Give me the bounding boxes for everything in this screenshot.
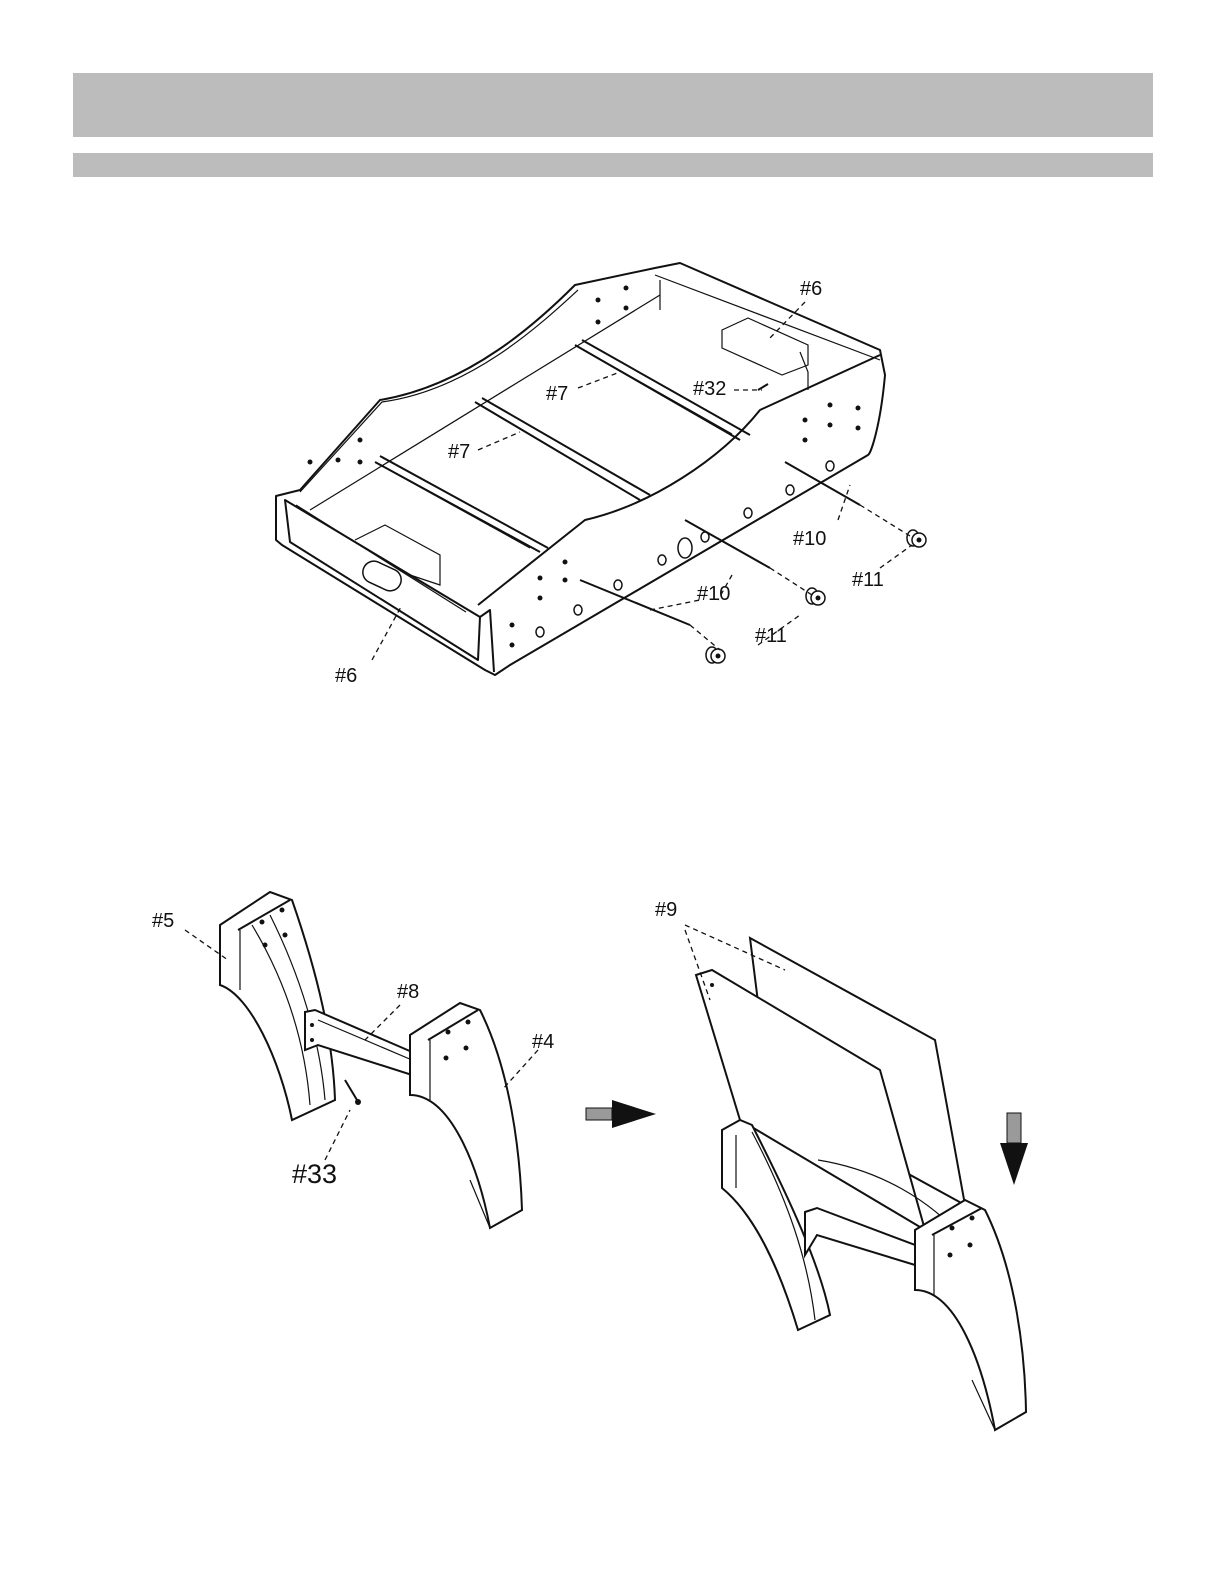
leg-left-5 — [220, 892, 335, 1120]
header-band — [73, 73, 1153, 137]
subheader-band — [73, 153, 1153, 177]
down-arrow-icon — [1000, 1113, 1028, 1185]
label-nut-rear: #11 — [852, 569, 884, 591]
label-nut-front: #11 — [755, 625, 787, 647]
label-screw-32: #32 — [693, 378, 726, 400]
nuts — [706, 384, 926, 663]
right-arrow-icon — [586, 1100, 656, 1128]
label-end-panel-rear: #6 — [800, 278, 822, 300]
frame-assembly-diagram: #6 #6 #7 #7 #32 #10 #10 #11 #11 — [0, 250, 1225, 710]
assembled-legs-with-boards — [696, 938, 1026, 1430]
label-leg-right: #4 — [532, 1031, 554, 1053]
leg-right-4 — [410, 1003, 522, 1228]
label-crossbar: #8 — [397, 981, 419, 1003]
label-screw-33: #33 — [292, 1159, 337, 1189]
label-end-panel-front: #6 — [335, 665, 357, 687]
label-rod-front: #10 — [697, 583, 730, 605]
leg-assembly-diagram: #5 #8 #4 #33 #9 — [0, 880, 1225, 1440]
label-leg-left: #5 — [152, 910, 174, 932]
rails — [375, 340, 750, 552]
label-rail-upper: #7 — [546, 383, 568, 405]
label-rod-rear: #10 — [793, 528, 826, 550]
label-rail-lower: #7 — [448, 441, 470, 463]
screw-33 — [345, 1080, 361, 1105]
label-boards: #9 — [655, 899, 677, 921]
